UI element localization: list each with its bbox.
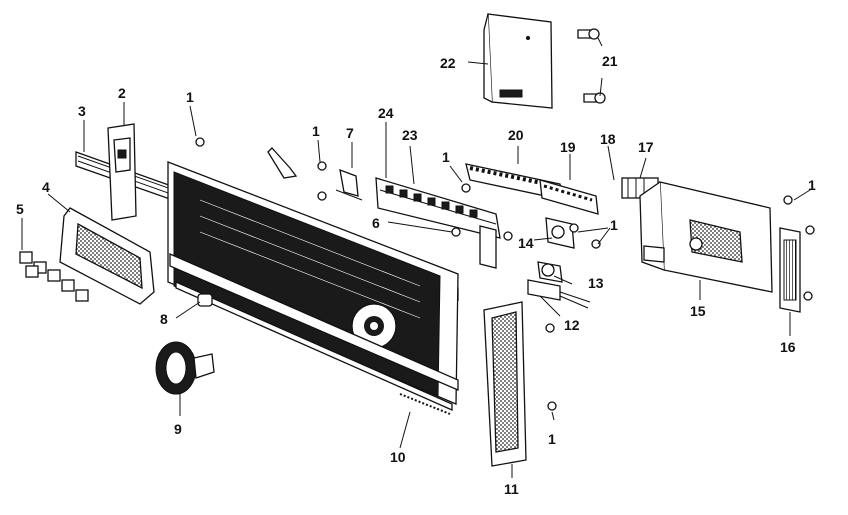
- part-9-knob: [155, 341, 215, 395]
- part-15-housing: [639, 181, 773, 293]
- callout-2: 2: [118, 85, 126, 101]
- part-22-cover: [483, 13, 553, 109]
- part-1-screws: [195, 137, 815, 411]
- callout-16: 16: [780, 339, 796, 355]
- callout-1-b: 1: [312, 123, 320, 139]
- callout-3: 3: [78, 103, 86, 119]
- callout-22: 22: [440, 55, 456, 71]
- callouts: 1 2 3 4 5 6 7 8 9 10 11 12 13 14 15 16 1…: [16, 53, 816, 497]
- part-14-bracket: [545, 217, 575, 249]
- callout-7: 7: [346, 125, 354, 141]
- callout-21: 21: [602, 53, 618, 69]
- part-6-screw: [451, 227, 461, 237]
- callout-9: 9: [174, 421, 182, 437]
- callout-24: 24: [378, 105, 394, 121]
- part-5-buttons: [19, 251, 89, 302]
- callout-20: 20: [508, 127, 524, 143]
- callout-12: 12: [564, 317, 580, 333]
- callout-4: 4: [42, 179, 50, 195]
- part-bracket-small: [267, 147, 298, 179]
- part-19-switch-block: [539, 179, 599, 215]
- part-12-switch: [527, 279, 591, 309]
- callout-23: 23: [402, 127, 418, 143]
- callout-1-f: 1: [548, 431, 556, 447]
- callout-1-c: 1: [442, 149, 450, 165]
- callout-15: 15: [690, 303, 706, 319]
- callout-17: 17: [638, 139, 654, 155]
- callout-1-d: 1: [610, 217, 618, 233]
- callout-1: 1: [186, 89, 194, 105]
- part-13-switch: [537, 261, 563, 283]
- part-8-plug: [197, 293, 213, 307]
- part-11-grille: [483, 301, 527, 467]
- callout-1-e: 1: [808, 177, 816, 193]
- callout-13: 13: [588, 275, 604, 291]
- callout-6: 6: [372, 215, 380, 231]
- part-2-bracket: [107, 123, 137, 221]
- leader-lines: [21, 37, 811, 478]
- part-16-terminal-strip: [779, 227, 801, 313]
- callout-8: 8: [160, 311, 168, 327]
- part-10-control-panel: [167, 161, 459, 415]
- part-4-bezel: [59, 207, 155, 305]
- callout-11: 11: [504, 481, 519, 497]
- callout-18: 18: [600, 131, 616, 147]
- part-21-screws: [577, 28, 606, 104]
- callout-10: 10: [390, 449, 406, 465]
- callout-19: 19: [560, 139, 576, 155]
- part-23-plate: [375, 177, 501, 269]
- callout-5: 5: [16, 201, 24, 217]
- callout-14: 14: [518, 235, 534, 251]
- part-7-clip: [335, 168, 363, 201]
